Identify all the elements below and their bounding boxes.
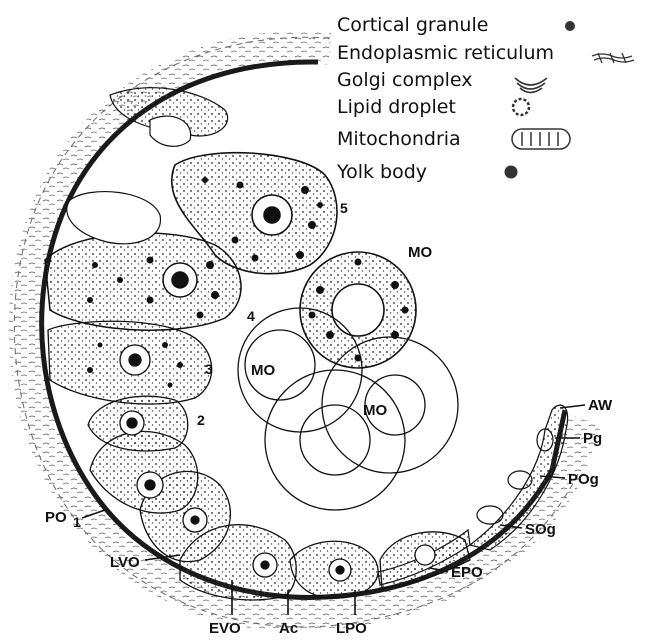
mitochondria-icon [512,129,570,149]
label-mo-low: MO [363,402,387,419]
legend-golgi-complex: Golgi complex [337,69,473,91]
label-ac: Ac [279,620,298,637]
legend: Cortical granule Endoplasmic reticulum G… [336,14,634,183]
label-po1: PO [45,509,67,526]
endoplasmic-reticulum-icon [592,53,634,63]
cortical-granule-icon [565,21,575,31]
golgi-complex-icon [515,78,547,93]
lipid-droplet-icon [513,99,529,115]
yolk-body-icon [505,166,518,179]
legend-mitochondria: Mitochondria [337,128,461,150]
legend-yolk-body: Yolk body [336,161,427,183]
oocyte-stage-3 [48,321,212,404]
label-pg: Pg [583,430,602,447]
label-evo: EVO [209,620,241,637]
stage-number-4: 4 [247,308,255,324]
label-lpo: LPO [336,620,367,637]
label-aw: AW [588,397,613,414]
legend-endoplasmic-reticulum: Endoplasmic reticulum [337,42,554,64]
label-mo-mid: MO [251,362,275,379]
legend-lipid-droplet: Lipid droplet [337,96,456,118]
stage-number-3: 3 [205,361,213,377]
label-pog: POg [568,471,599,488]
label-epo: EPO [451,564,483,581]
label-lvo: LVO [110,554,140,571]
stage-number-5: 5 [340,200,348,216]
label-mo-top: MO [408,244,432,261]
label-po1-subscript: 1 [73,514,81,530]
stage-number-2: 2 [197,412,205,428]
label-sog: SOg [525,521,556,538]
legend-cortical-granule: Cortical granule [337,14,488,36]
